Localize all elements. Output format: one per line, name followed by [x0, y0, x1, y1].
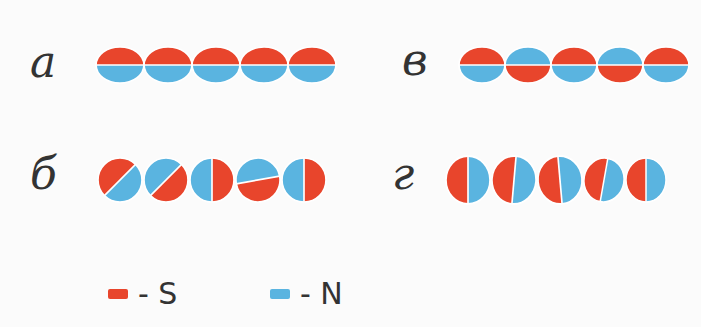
legend-text: - N [300, 276, 343, 311]
legend-swatch [270, 289, 290, 299]
legend-swatch [108, 289, 128, 299]
row-letter: г [392, 152, 414, 196]
row-letter: а [30, 40, 56, 84]
legend-text: - S [138, 276, 177, 311]
legend-item: - N [270, 276, 343, 311]
legend-item: - S [108, 276, 177, 311]
row-letter: в [402, 38, 428, 82]
row-letter: б [30, 152, 57, 196]
